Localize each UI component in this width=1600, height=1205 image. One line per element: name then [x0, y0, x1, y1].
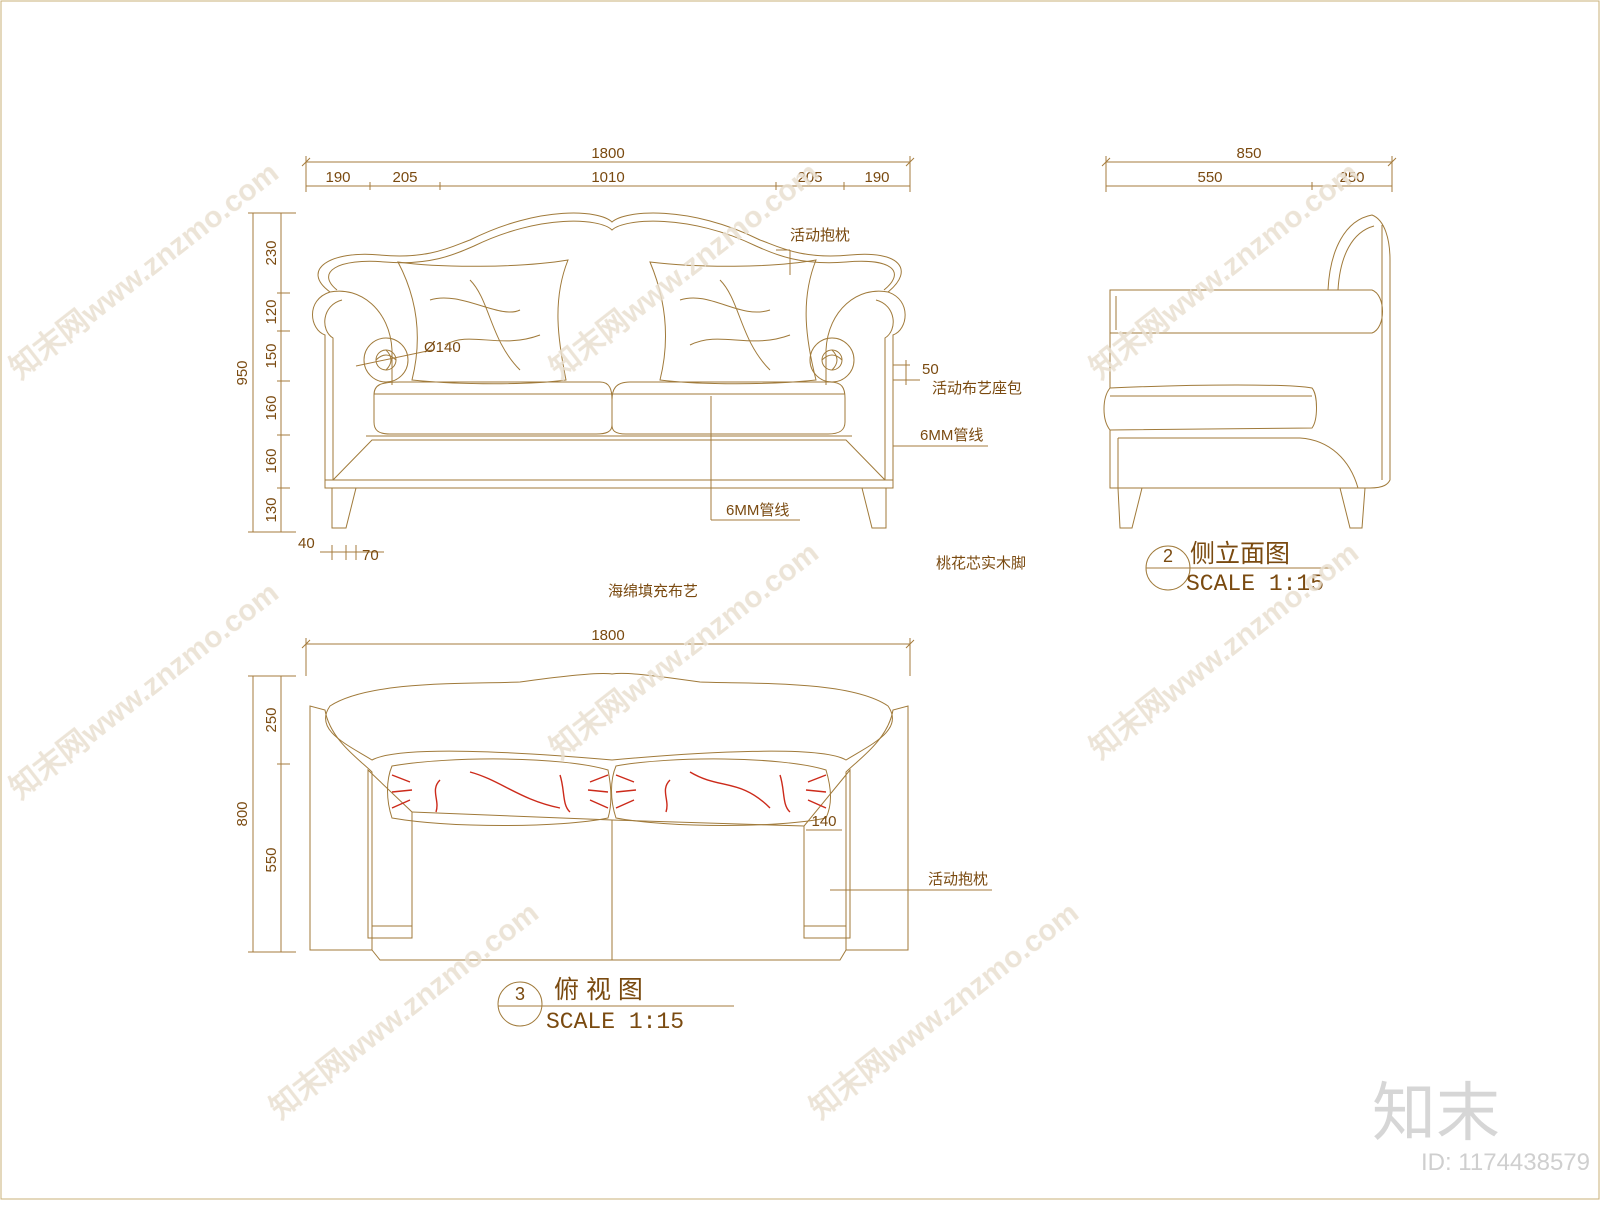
front-right-seat-cushion: [611, 381, 846, 435]
label-foam: 海绵填充布艺: [608, 583, 698, 600]
dim-front-w5: 190: [864, 169, 889, 186]
front-elevation: 1800 190 205 1010 205 190 950 230 120 15…: [234, 145, 1026, 600]
dim-front-h4: 160: [263, 395, 280, 420]
side-seat-cushion: [1103, 384, 1317, 431]
dim-front-w2: 205: [392, 169, 417, 186]
front-left-seat-cushion: [373, 381, 613, 435]
front-right-pillow: [649, 259, 817, 385]
watermark-text-2: 知末网www.znzmo.com: [544, 156, 825, 386]
label-cushion: 活动布艺座包: [932, 380, 1022, 397]
watermark-text-4: 知末网www.znzmo.com: [4, 576, 285, 806]
watermark-text-1: 知末网www.znzmo.com: [4, 156, 285, 386]
top-left-arm-pad: [367, 768, 413, 939]
label-top-pillow: 活动抱枕: [928, 871, 988, 888]
top-scale: SCALE 1:15: [546, 1009, 684, 1035]
front-left-leg: [331, 487, 357, 529]
dim-top-d1: 250: [263, 707, 280, 732]
dim-seat-gap: 50: [922, 361, 939, 378]
watermark-text-5: 知末网www.znzmo.com: [544, 536, 825, 766]
side-back: [1327, 214, 1391, 489]
dim-front-w4: 205: [797, 169, 822, 186]
watermark-id: ID: 1174438579: [1421, 1149, 1590, 1176]
front-base: [324, 479, 894, 489]
side-scale: SCALE 1:15: [1186, 571, 1324, 597]
top-left-arm: [309, 705, 373, 951]
watermark-layer: 知末网www.znzmo.com 知末网www.znzmo.com 知末网www…: [4, 156, 1365, 1126]
top-right-arm-pad: [803, 768, 851, 939]
dim-front-width: 1800: [591, 145, 624, 162]
dim-front-w3: 1010: [591, 169, 624, 186]
front-right-leg: [861, 487, 887, 529]
top-left-bolster: [387, 758, 612, 826]
dim-front-h1: 230: [263, 240, 280, 265]
top-right-bolster: [611, 758, 831, 826]
top-view: 1800 800 250 550: [234, 627, 992, 1035]
label-front-pillow: 活动抱枕: [790, 227, 850, 244]
dim-side-width: 850: [1236, 145, 1261, 162]
dim-front-height: 950: [234, 360, 251, 385]
top-right-arm: [845, 705, 909, 951]
dim-top-bolster: 140: [811, 813, 836, 830]
dim-top-depth: 800: [234, 801, 251, 826]
dim-bolster-dia: Ø140: [424, 339, 461, 356]
dim-front-h3: 150: [263, 343, 280, 368]
top-title-number: 3: [515, 984, 525, 1004]
dim-leg-2: 70: [362, 547, 379, 564]
label-piping-arm: 6MM管线: [920, 427, 983, 444]
watermark-text-7: 知末网www.znzmo.com: [264, 896, 545, 1126]
watermark-logo: 知末: [1372, 1077, 1500, 1149]
front-back-outline: [317, 212, 902, 293]
side-title-number: 2: [1163, 546, 1173, 566]
dim-top-width: 1800: [591, 627, 624, 644]
dim-top-d2: 550: [263, 847, 280, 872]
side-elevation: 850 550 250 2 侧立面图 SCALE 1:15: [1101, 145, 1397, 597]
bolster-dim-line: [355, 349, 433, 367]
front-left-arm: [312, 290, 393, 480]
side-back-leg: [1339, 487, 1366, 529]
dim-side-w1: 550: [1197, 169, 1222, 186]
dim-side-w2: 250: [1339, 169, 1364, 186]
front-left-pillow: [397, 259, 569, 385]
dim-front-w1: 190: [325, 169, 350, 186]
side-title: 侧立面图: [1190, 540, 1290, 568]
dim-front-h5: 160: [263, 448, 280, 473]
front-right-arm: [825, 290, 906, 480]
side-arm: [1109, 289, 1383, 334]
top-bolster-tufts: [391, 771, 827, 813]
front-right-bolster: [809, 337, 855, 383]
side-frame: [1109, 333, 1370, 489]
top-title-circle: [497, 981, 543, 1027]
top-back-roll: [325, 672, 893, 761]
label-piping-seat: 6MM管线: [726, 502, 789, 519]
front-left-bolster: [363, 337, 409, 383]
dim-front-h2: 120: [263, 299, 280, 324]
side-front-leg: [1117, 487, 1143, 529]
label-legs: 桃花芯实木脚: [936, 555, 1026, 572]
watermark-text-3: 知末网www.znzmo.com: [1084, 156, 1365, 386]
dim-front-h6: 130: [263, 497, 280, 522]
top-title: 俯 视 图: [554, 976, 643, 1004]
dim-leg-1: 40: [298, 535, 315, 552]
